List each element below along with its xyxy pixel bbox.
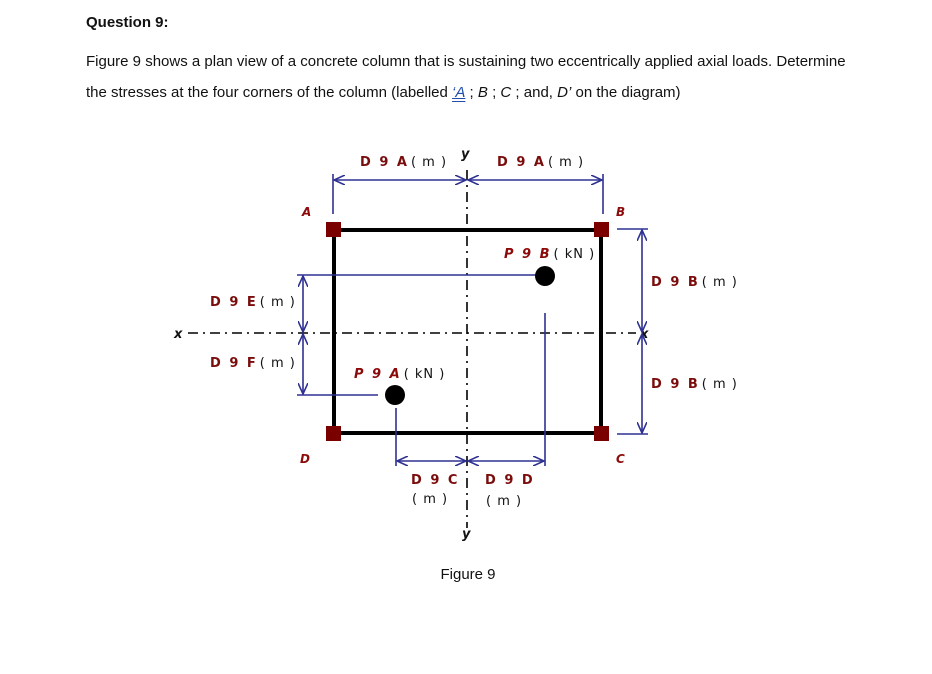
- y-axis-label-bottom: y: [462, 527, 471, 542]
- corner-marker-d: [326, 426, 341, 441]
- dimension-label-bottom-right: D 9 D: [485, 473, 535, 488]
- x-axis-label-left: x: [173, 327, 183, 342]
- dimension-right: [617, 228, 648, 435]
- dimension-label-right-lower: D 9 B( m ): [651, 377, 738, 392]
- corner-b-reference: B: [477, 84, 488, 101]
- dimension-label-left-upper: D 9 E( m ): [210, 295, 296, 310]
- question-text-part1: Figure 9 shows a plan view of a concrete…: [86, 53, 846, 101]
- question-text: Figure 9 shows a plan view of a concrete…: [86, 46, 866, 108]
- dimension-label-top-right: D 9 A( m ): [497, 155, 584, 170]
- dimension-label-top-left: D 9 A( m ): [360, 155, 447, 170]
- figure-caption: Figure 9: [440, 566, 496, 583]
- corner-a-reference: ‘A: [452, 84, 466, 101]
- corner-label-a: A: [301, 205, 311, 219]
- separator: ;: [465, 84, 478, 101]
- dimension-left: [297, 274, 540, 396]
- column-outline: [332, 228, 603, 435]
- load-point-p9a: [385, 385, 405, 405]
- dimension-label-right-upper: D 9 B( m ): [651, 275, 738, 290]
- corner-marker-a: [326, 222, 341, 237]
- corner-marker-b: [594, 222, 609, 237]
- load-point-p9b: [535, 266, 555, 286]
- corner-c-reference: C: [500, 84, 512, 101]
- corner-marker-c: [594, 426, 609, 441]
- dimension-label-bottom-left: D 9 C: [411, 473, 459, 488]
- dimension-label-bottom-left-unit: ( m ): [412, 492, 448, 507]
- x-axis-label-right: x: [639, 327, 649, 342]
- corner-label-d: D: [300, 452, 310, 466]
- dimension-label-left-lower: D 9 F( m ): [210, 356, 296, 371]
- separator: ;: [487, 84, 501, 101]
- y-axis-label-top: y: [461, 147, 470, 162]
- dimension-bottom: [395, 313, 546, 466]
- load-label-p9a: P 9 A( kN ): [354, 367, 445, 382]
- question-title: Question 9:: [86, 14, 169, 31]
- dimension-top: [332, 174, 604, 214]
- corner-label-c: C: [616, 452, 625, 466]
- load-label-p9b: P 9 B( kN ): [504, 247, 595, 262]
- corner-d-reference: D’: [557, 84, 572, 101]
- question-text-part2: on the diagram): [571, 84, 681, 101]
- separator: ; and,: [511, 84, 558, 101]
- corner-label-b: B: [616, 205, 625, 219]
- dimension-label-bottom-right-unit: ( m ): [486, 494, 522, 509]
